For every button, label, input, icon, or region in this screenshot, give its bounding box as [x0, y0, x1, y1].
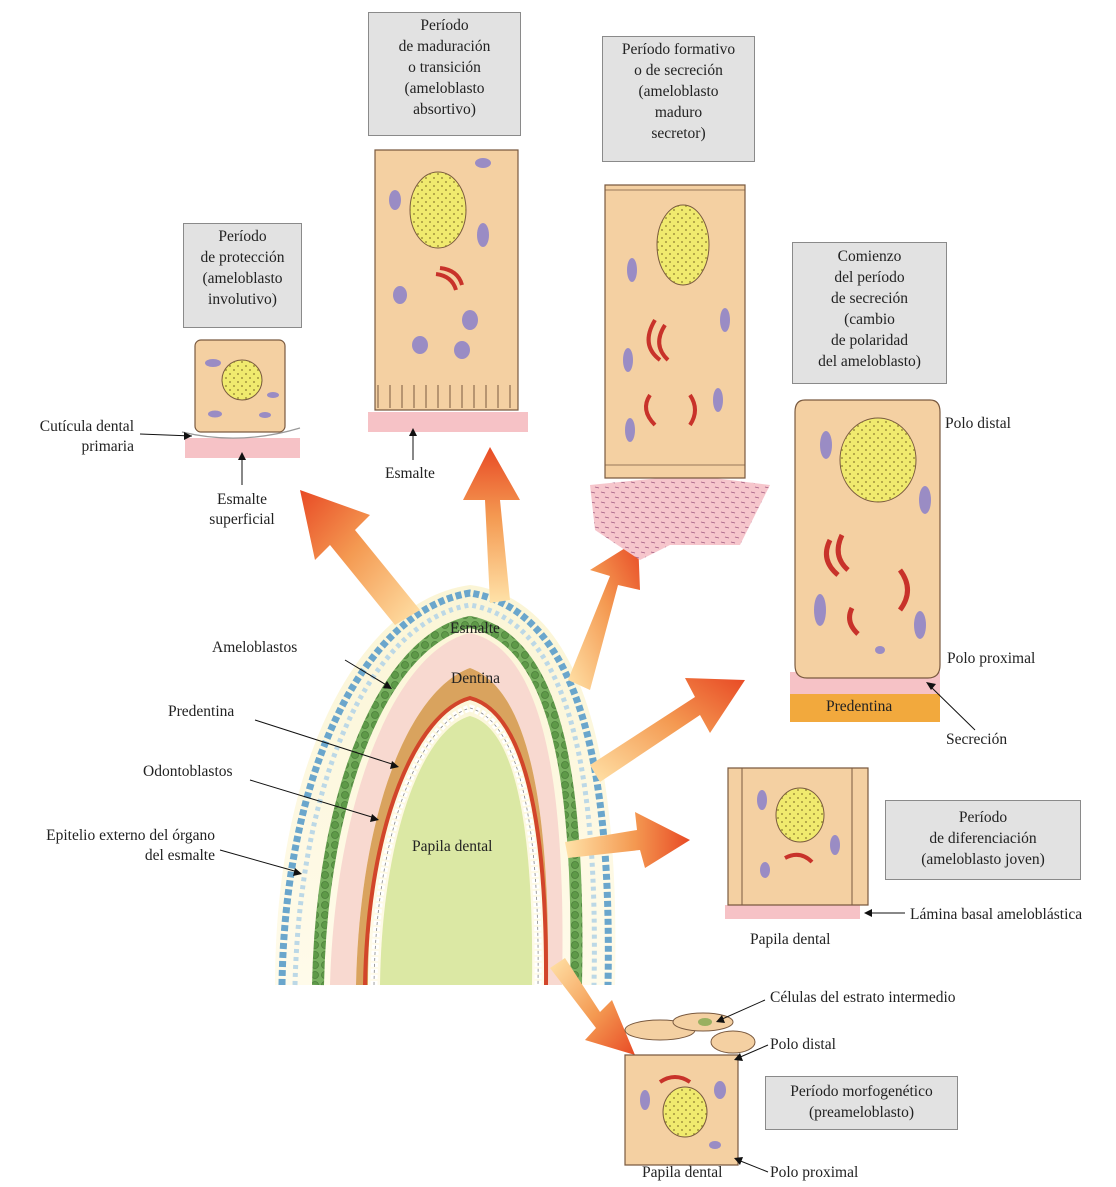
stage-box-formativo: Período formativo o de secreción (amelob…	[602, 36, 755, 162]
label-esmalte-tooth: Esmalte	[450, 620, 500, 638]
label-papila-morfo: Papila dental	[642, 1163, 723, 1183]
label-line: Cutícula dental	[10, 417, 134, 437]
stage-line: (ameloblasto	[188, 268, 297, 289]
stage-line: o transición	[373, 57, 516, 78]
stage-line: (ameloblasto	[607, 81, 750, 102]
stage-box-diferenciacion: Período de diferenciación (ameloblasto j…	[885, 800, 1081, 880]
arrow-to-formativo	[568, 540, 640, 690]
label-line: Esmalte	[190, 490, 294, 510]
label-polo-distal-morfo: Polo distal	[770, 1035, 836, 1055]
stage-line: (preameloblasto)	[770, 1102, 953, 1123]
label-epitelio-externo: Epitelio externo del órgano del esmalte	[10, 826, 215, 866]
stage-line: de polaridad	[797, 330, 942, 351]
stage-box-morfogenetico: Período morfogenético (preameloblasto)	[765, 1076, 958, 1130]
stage-line: absortivo)	[373, 99, 516, 120]
label-cuticula-dental: Cutícula dental primaria	[10, 417, 134, 457]
label-line: superficial	[190, 510, 294, 530]
stage-line: (ameloblasto	[373, 78, 516, 99]
label-polo-proximal-morfo: Polo proximal	[770, 1163, 858, 1183]
stage-line: involutivo)	[188, 289, 297, 310]
label-ameloblastos: Ameloblastos	[212, 638, 297, 658]
stage-box-comienzo: Comienzo del período de secreción (cambi…	[792, 242, 947, 384]
stage-line: o de secreción	[607, 60, 750, 81]
label-lamina-basal: Lámina basal ameloblástica	[910, 905, 1082, 925]
label-line: primaria	[10, 437, 134, 457]
stage-line: Período morfogenético	[770, 1081, 953, 1102]
label-papila-diferenciacion: Papila dental	[750, 930, 831, 950]
stage-line: Período	[890, 807, 1076, 828]
stage-line: secretor)	[607, 123, 750, 144]
stage-line: de secreción	[797, 288, 942, 309]
stage-box-maduracion: Período de maduración o transición (amel…	[368, 12, 521, 136]
mitochondrion	[205, 359, 221, 367]
pointer-polo-proximal-morfo	[738, 1160, 768, 1172]
arrow-to-comienzo	[590, 678, 745, 782]
stage-line: (ameloblasto joven)	[890, 849, 1076, 870]
label-dentina-tooth: Dentina	[451, 670, 500, 688]
cell-maduracion	[368, 150, 528, 432]
label-polo-distal-comienzo: Polo distal	[945, 414, 1011, 434]
label-line: del esmalte	[10, 846, 215, 866]
arrow-to-maduracion	[463, 447, 520, 603]
stage-line: Período	[188, 226, 297, 247]
stage-line: Período	[373, 15, 516, 36]
enamel-prisms	[590, 475, 770, 560]
label-esmalte-maduracion: Esmalte	[385, 464, 435, 484]
pointer-estrato	[720, 1000, 765, 1020]
stage-line: Período formativo	[607, 39, 750, 60]
label-polo-proximal-comienzo: Polo proximal	[947, 649, 1035, 669]
stage-line: (cambio	[797, 309, 942, 330]
label-esmalte-superficial: Esmalte superficial	[190, 490, 294, 530]
cell-proteccion	[182, 340, 300, 458]
arrow-to-proteccion	[300, 490, 420, 625]
cell-morfogenetico	[625, 1013, 755, 1165]
stage-box-proteccion: Período de protección (ameloblasto invol…	[183, 223, 302, 328]
label-papila-tooth: Papila dental	[412, 838, 493, 856]
basal-lamina	[725, 905, 860, 919]
tooth-germ	[275, 585, 615, 985]
stage-line: del período	[797, 267, 942, 288]
stage-line: de protección	[188, 247, 297, 268]
enamel-strip	[368, 412, 528, 432]
label-line: Epitelio externo del órgano	[10, 826, 215, 846]
label-secrecion: Secreción	[946, 730, 1007, 750]
stage-line: de maduración	[373, 36, 516, 57]
label-predentina: Predentina	[168, 702, 234, 722]
stage-line: maduro	[607, 102, 750, 123]
label-celulas-estrato: Células del estrato intermedio	[770, 988, 956, 1008]
stage-line: del ameloblasto)	[797, 351, 942, 372]
label-predentina-band: Predentina	[826, 698, 892, 716]
stage-line: Comienzo	[797, 246, 942, 267]
cell-diferenciacion	[725, 768, 868, 919]
label-odontoblastos: Odontoblastos	[143, 762, 233, 782]
cell-formativo	[590, 185, 770, 560]
stage-line: de diferenciación	[890, 828, 1076, 849]
cell-comienzo	[790, 400, 940, 722]
